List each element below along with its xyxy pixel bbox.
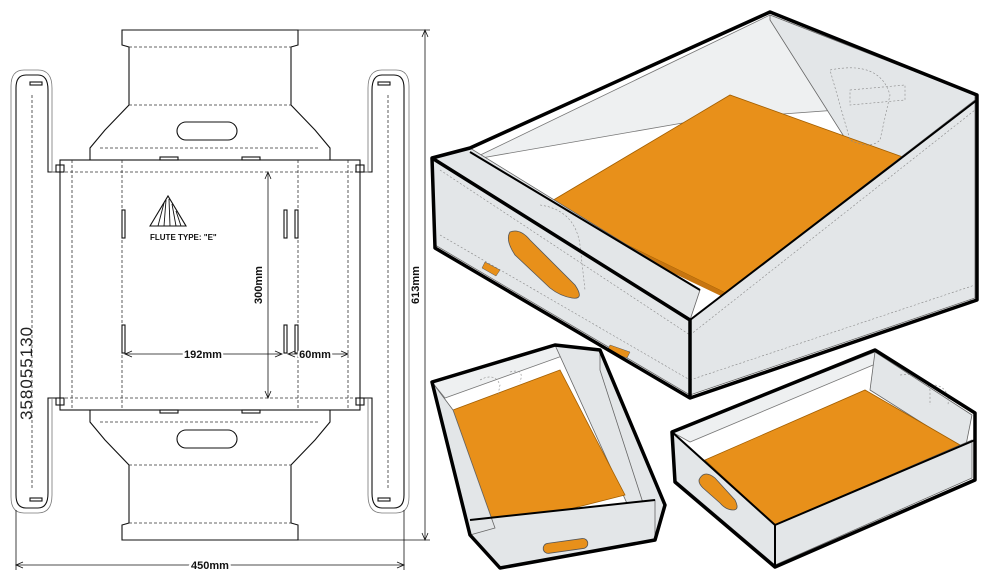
svg-text:60mm: 60mm (299, 349, 331, 361)
svg-text:192mm: 192mm (184, 349, 222, 361)
flute-triangle-icon (149, 194, 187, 227)
dieline-top-handle (176, 121, 238, 141)
dieline-slots (121, 156, 299, 414)
svg-text:450mm: 450mm (191, 560, 229, 572)
svg-text:613mm: 613mm (410, 266, 422, 304)
tray-render-medium (430, 343, 667, 570)
dieline-base-panel (59, 159, 361, 411)
dimension-inner-width: 192mm (123, 347, 284, 363)
tray-dieline: FLUTE TYPE: "E" 300mm 192mm 60mm (10, 28, 430, 575)
dimension-total-width: 450mm (14, 510, 406, 575)
stock-image-id: 358055130 (17, 326, 36, 420)
dieline-right-flap (360, 74, 405, 509)
dimension-inner-length: 300mm (253, 170, 272, 400)
tray-render-small (670, 348, 977, 569)
dimension-total-height: 613mm (298, 28, 430, 542)
dieline-bottom-handle (176, 429, 238, 449)
tray-render-large (430, 10, 979, 400)
dimension-side-depth: 60mm (286, 347, 350, 363)
flute-type-label: FLUTE TYPE: "E" (150, 233, 217, 242)
dieline-left-flap (15, 74, 60, 509)
svg-text:300mm: 300mm (253, 266, 265, 304)
